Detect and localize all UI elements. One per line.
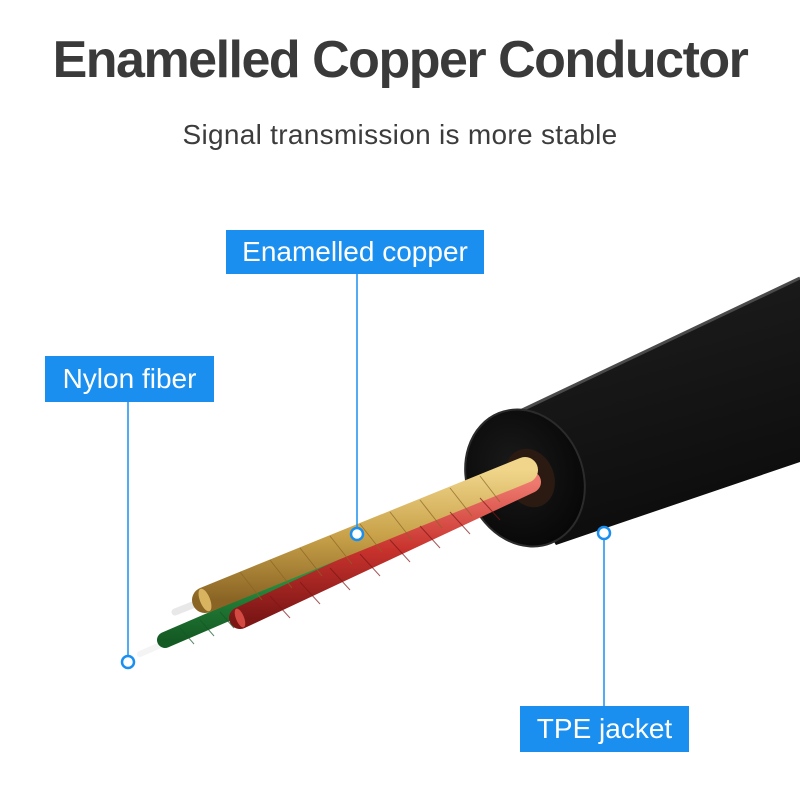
- page-title: Enamelled Copper Conductor: [52, 31, 749, 89]
- copper-marker: [349, 526, 365, 542]
- tpe-marker: [596, 525, 612, 541]
- callout-enamelled-copper: Enamelled copper: [226, 230, 484, 274]
- callout-tpe-jacket: TPE jacket: [520, 706, 689, 752]
- conductor-bundle: [137, 457, 541, 657]
- callout-leaders: [120, 274, 612, 706]
- nylon-marker: [120, 654, 136, 670]
- page-subtitle: Signal transmission is more stable: [182, 119, 618, 150]
- callout-nylon-fiber: Nylon fiber: [45, 356, 214, 402]
- tpe-jacket: [464, 276, 800, 548]
